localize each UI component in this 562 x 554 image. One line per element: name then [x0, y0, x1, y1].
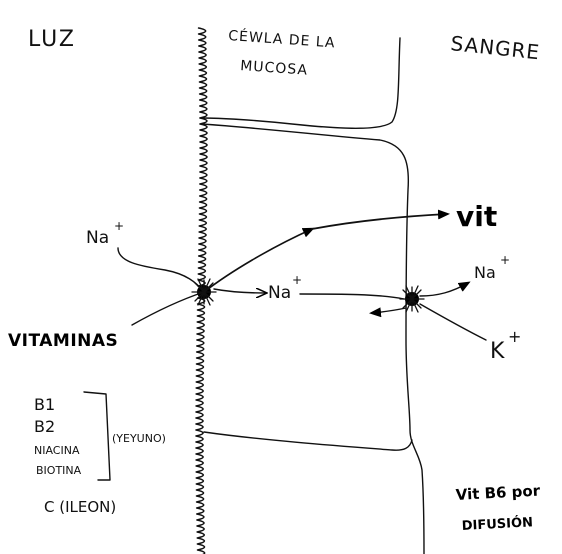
note-line2: DIFUSIÓN — [461, 514, 533, 534]
note-line1: Vit B6 por — [455, 482, 541, 504]
cell-lower-boundary — [203, 431, 413, 451]
na-left-charge: + — [114, 219, 124, 233]
na-entry-arrow — [117, 247, 205, 293]
na-exit-arrow — [419, 281, 471, 297]
vit-to-cell-arrow — [203, 227, 315, 293]
na-k-pump-symbol — [399, 285, 425, 313]
list-item: B1 — [34, 395, 55, 414]
list-item: BIOTINA — [36, 464, 82, 477]
na-middle-label: Na — [268, 283, 291, 303]
vitamins-entry-arrow — [131, 291, 205, 326]
na-right-label: Na — [474, 263, 496, 282]
k-into-cell-arrow — [369, 307, 407, 318]
cell-upper-boundary — [201, 37, 401, 129]
cell-label-line1: CÉWLA DE LA — [228, 27, 336, 51]
list-bracket — [83, 391, 111, 481]
vit-to-blood-arrow — [311, 209, 450, 230]
na-left-label: Na — [86, 228, 109, 248]
ileum-label: C (ILEON) — [44, 498, 116, 516]
vit-label: vit — [456, 200, 497, 233]
cell-label-line2: MUCOSA — [240, 58, 309, 79]
basolateral-membrane — [201, 123, 425, 554]
list-item: B2 — [34, 417, 55, 436]
blood-label: SANGRE — [449, 31, 541, 64]
na-intracellular-arrow — [213, 289, 266, 293]
k-charge: + — [508, 327, 521, 346]
vitamin-list: B1 B2 NIACINA BIOTINA (YEYUNO) C (ILEON) — [34, 391, 166, 516]
lumen-label: LUZ — [28, 27, 76, 52]
k-label: K — [490, 339, 505, 364]
na-right-charge: + — [500, 253, 510, 267]
k-entry-arrow — [419, 303, 487, 341]
jejunum-label: (YEYUNO) — [112, 432, 166, 445]
na-to-pump-arrow — [299, 293, 405, 300]
vitaminas-label: VITAMINAS — [8, 331, 118, 351]
na-middle-charge: + — [292, 273, 302, 287]
list-item: NIACINA — [34, 444, 80, 457]
